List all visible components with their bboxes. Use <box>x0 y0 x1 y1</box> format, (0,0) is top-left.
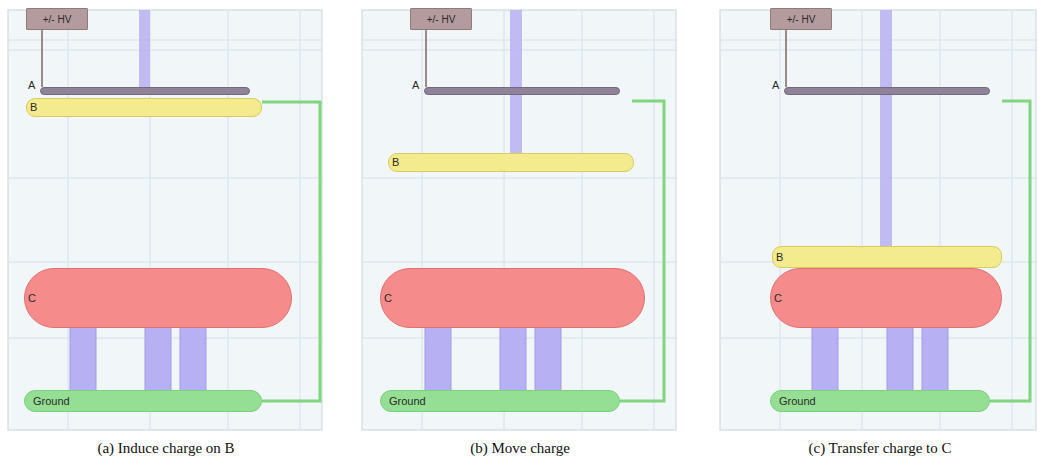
part-label: A <box>772 79 779 92</box>
part-label: C <box>774 292 782 305</box>
grid <box>362 10 676 430</box>
sphere-c: C <box>770 268 1002 328</box>
insulating-rod <box>139 10 150 90</box>
part-label: B <box>30 101 37 114</box>
panel-frame <box>8 10 322 430</box>
hv-supply-box: +/- HV <box>410 8 472 30</box>
panel-caption: (c) Transfer charge to C <box>808 440 951 457</box>
part-label: A <box>412 79 419 92</box>
part-label: Ground <box>779 395 816 408</box>
hv-lead <box>785 30 787 87</box>
panel-a <box>8 10 322 430</box>
insulating-rod <box>880 10 892 248</box>
part-label: A <box>28 79 35 92</box>
panel-frame <box>720 10 1036 430</box>
ground-wire <box>262 102 320 401</box>
plate-a: A <box>40 87 250 95</box>
ground-plane: Ground <box>24 390 262 412</box>
hv-supply-box: +/- HV <box>26 8 88 30</box>
sphere-c: C <box>24 268 292 328</box>
grid <box>720 10 1036 430</box>
grid <box>8 10 322 430</box>
supply-label: +/- HV <box>787 13 816 26</box>
supply-label: +/- HV <box>43 13 72 26</box>
part-label: B <box>776 251 783 264</box>
ground-wire <box>620 101 664 401</box>
insulator-posts <box>812 322 948 395</box>
plate-a: A <box>424 87 620 95</box>
panel-caption: (b) Move charge <box>470 440 570 457</box>
ground-plane: Ground <box>380 390 620 412</box>
plate-a: A <box>784 87 990 95</box>
insulator-posts <box>70 322 206 395</box>
insulator-posts <box>425 322 561 395</box>
ground-plane: Ground <box>770 390 990 412</box>
hv-lead <box>425 30 427 87</box>
plate-b: B <box>26 98 262 117</box>
supply-label: +/- HV <box>427 13 456 26</box>
part-label: B <box>392 156 399 169</box>
plate-b: B <box>388 153 634 172</box>
panel-frame <box>362 10 676 430</box>
part-label: C <box>384 292 392 305</box>
part-label: Ground <box>33 395 70 408</box>
part-label: C <box>28 292 36 305</box>
insulating-rod <box>510 10 522 155</box>
hv-lead <box>41 30 43 87</box>
panel-b <box>362 10 676 430</box>
plate-b: B <box>772 246 1002 268</box>
panel-caption: (a) Induce charge on B <box>97 440 234 457</box>
hv-supply-box: +/- HV <box>770 8 832 30</box>
part-label: Ground <box>389 395 426 408</box>
sphere-c: C <box>380 268 645 328</box>
panel-c <box>720 10 1036 430</box>
